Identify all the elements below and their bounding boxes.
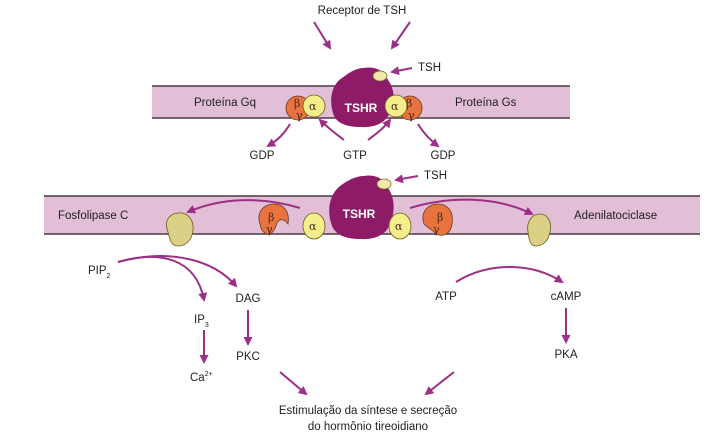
pkc-label: PKC <box>236 351 260 363</box>
gq-alpha-subunit <box>302 94 326 118</box>
gs-released-gamma: γ <box>433 223 440 236</box>
gdp-right-label: GDP <box>431 150 456 162</box>
pka-to-stim-arrow <box>424 371 455 396</box>
proteina-gs-label: Proteína Gs <box>455 97 517 109</box>
atp-to-camp-arrow <box>455 266 564 284</box>
tshr-label-bottom: TSHR <box>343 207 376 221</box>
tsh-label-top: TSH <box>418 62 441 74</box>
tsh-label-bottom: TSH <box>424 170 447 182</box>
tshr-receptor-bottom <box>329 175 394 240</box>
tshr-receptor-top <box>331 67 394 128</box>
gq-released-alpha: α <box>309 220 317 233</box>
gq-beta-gamma-released <box>258 203 289 235</box>
tsh-hormone-top <box>372 70 388 82</box>
proteina-gq-label: Proteína Gq <box>194 97 256 109</box>
receptor-label: Receptor de TSH <box>318 5 407 17</box>
gtp-to-gq-arrow <box>318 118 345 141</box>
bottom-panel: Fosfolipase C Adenilatociclase TSHR TSH … <box>44 170 700 247</box>
adenilatociclase-enzyme <box>527 213 551 247</box>
gs-alpha-released <box>388 212 412 240</box>
dag-label: DAG <box>236 293 261 305</box>
gs-released-alpha: α <box>395 220 403 233</box>
pkc-to-stim-arrow <box>279 371 308 396</box>
pip2-to-ip3-arrow <box>117 255 208 302</box>
gs-beta-symbol: β <box>406 97 412 110</box>
stimulation-line-1: Estimulação da síntese e secreção <box>279 405 457 417</box>
gq-gamma-symbol: γ <box>296 109 303 122</box>
tsh-hormone-bottom <box>376 178 392 190</box>
gdp-left-label: GDP <box>250 150 275 162</box>
gq-released-beta: β <box>268 211 274 224</box>
atp-label: ATP <box>435 291 457 303</box>
stimulation-line-2: do hormônio tireoidiano <box>308 421 428 433</box>
pathways: PIP2 IP3 Ca2+ DAG PKC ATP cAMP PKA Estim… <box>88 255 582 433</box>
gdp-left-arrow <box>266 123 291 148</box>
gs-protein-complex: α β γ <box>384 94 423 122</box>
gdp-right-arrow <box>417 123 440 148</box>
adenilatociclase-label: Adenilatociclase <box>574 210 657 222</box>
gs-alpha-subunit <box>384 94 408 118</box>
gq-alpha-released <box>302 212 326 240</box>
gs-beta-gamma-released <box>422 203 453 236</box>
ca-label: Ca2+ <box>190 371 213 384</box>
gq-alpha-symbol: α <box>309 100 317 113</box>
tshr-label-top: TSHR <box>345 101 378 115</box>
fosfolipase-label: Fosfolipase C <box>58 210 128 222</box>
gs-alpha-symbol: α <box>391 100 399 113</box>
top-panel: Receptor de TSH Proteína Gq Proteína Gs … <box>152 5 570 162</box>
receptor-arrow-left <box>313 21 332 50</box>
gq-released-gamma: γ <box>266 223 273 236</box>
fosfolipase-c-enzyme <box>166 212 194 247</box>
receptor-arrow-right <box>390 21 411 50</box>
camp-label: cAMP <box>551 291 582 303</box>
gs-released-beta: β <box>437 211 443 224</box>
gq-to-fosfolipase-arrow <box>186 199 301 214</box>
ip3-label: IP3 <box>194 314 209 329</box>
tsh-arrow-bottom <box>394 174 419 184</box>
gq-beta-symbol: β <box>294 97 300 110</box>
pip2-label: PIP2 <box>88 265 111 280</box>
tsh-arrow-top <box>390 66 413 76</box>
gq-protein-complex: β γ α <box>285 94 326 122</box>
pka-label: PKA <box>554 349 577 361</box>
pip2-to-dag-arrow <box>117 255 238 288</box>
gs-gamma-symbol: γ <box>408 109 415 122</box>
gs-to-adenilatociclase-arrow <box>409 198 534 215</box>
gtp-to-gs-arrow <box>367 118 392 141</box>
gtp-label: GTP <box>343 150 367 162</box>
